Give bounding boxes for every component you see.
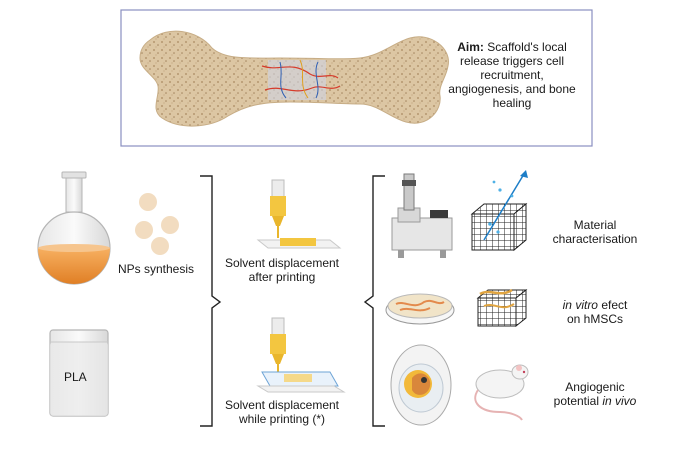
invivo-label: Angiogenic potential in vivo bbox=[540, 380, 650, 408]
aim-label: Aim: bbox=[457, 40, 484, 54]
invitro-line2: on hMSCs bbox=[566, 312, 624, 326]
invitro-rest: efect bbox=[597, 298, 628, 312]
scaffold-cube-icon bbox=[470, 170, 528, 252]
material-line2: characterisation bbox=[552, 232, 638, 246]
after-printing-line1: Solvent displacement bbox=[224, 256, 340, 270]
beaker-icon bbox=[49, 329, 109, 417]
invitro-label: in vitro efect on hMSCs bbox=[540, 298, 650, 326]
bracket-left bbox=[200, 175, 222, 427]
printing-after-icon bbox=[256, 179, 342, 249]
printing-while-icon bbox=[256, 317, 346, 393]
invitro-italic: in vitro bbox=[562, 298, 598, 312]
invivo-line2-plain: potential bbox=[553, 394, 603, 408]
material-characterisation-label: Material characterisation bbox=[540, 218, 650, 246]
scaffold-cells-icon bbox=[476, 288, 528, 328]
after-printing-line2: after printing bbox=[248, 270, 316, 284]
rat-icon bbox=[474, 364, 529, 421]
while-printing-label: Solvent displacement while printing (*) bbox=[222, 398, 342, 426]
invivo-line1: Angiogenic bbox=[565, 380, 625, 394]
invivo-line2-italic: in vivo bbox=[602, 394, 637, 408]
microscope-icon bbox=[391, 173, 453, 258]
while-printing-line2: while printing (*) bbox=[238, 412, 326, 426]
aim-description: Scaffold's local release triggers cell r… bbox=[448, 40, 576, 110]
bone-icon bbox=[139, 30, 449, 127]
after-printing-label: Solvent displacement after printing bbox=[222, 256, 342, 284]
pla-label: PLA bbox=[64, 370, 87, 384]
petri-dish-icon bbox=[385, 293, 455, 325]
aim-text: Aim: Scaffold's local release triggers c… bbox=[442, 40, 582, 110]
flask-icon bbox=[37, 171, 111, 285]
bracket-right bbox=[363, 175, 385, 427]
material-line1: Material bbox=[573, 218, 617, 232]
while-printing-line1: Solvent displacement bbox=[224, 398, 340, 412]
nanoparticles-icon bbox=[135, 193, 179, 255]
nps-synthesis-label: NPs synthesis bbox=[118, 262, 195, 276]
chick-embryo-icon bbox=[390, 344, 452, 426]
